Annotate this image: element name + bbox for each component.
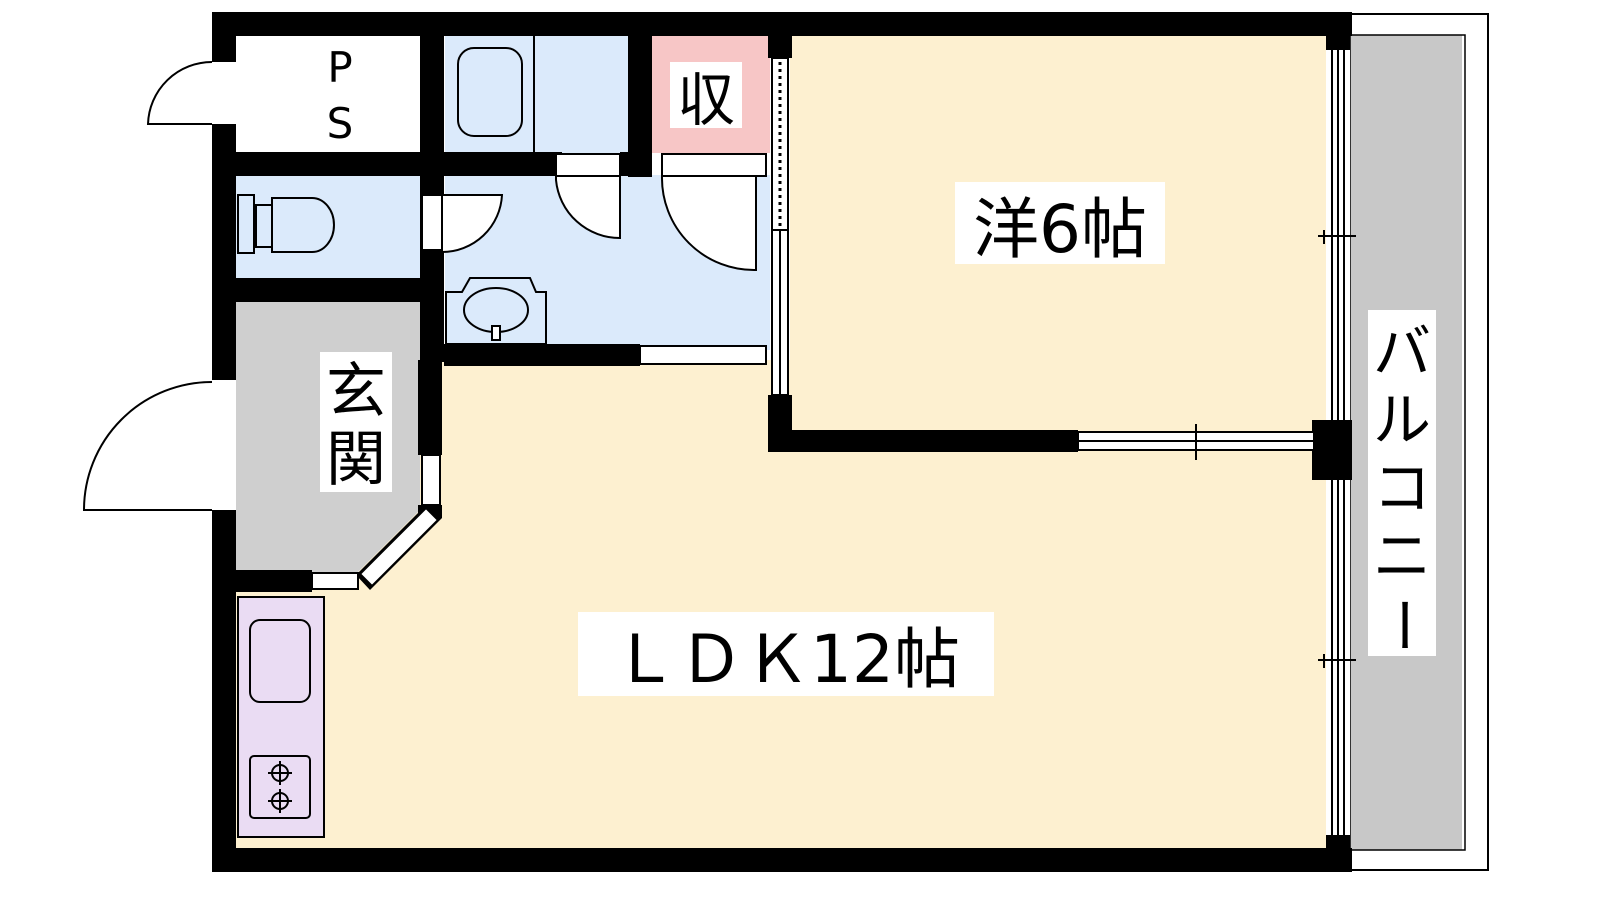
balcony-label-bg <box>1368 310 1436 656</box>
storage-label-bg <box>670 62 742 128</box>
kitchen-sink <box>249 619 311 703</box>
washroom-door-swing <box>441 194 504 254</box>
stove-burner-icon <box>268 761 292 813</box>
partition-windows <box>311 229 1315 590</box>
stove <box>249 755 311 819</box>
western-room-label-bg <box>955 182 1165 264</box>
bath-door-swing <box>555 175 621 240</box>
balcony-char: ニ <box>1373 522 1431 590</box>
toilet <box>237 194 335 254</box>
ps-floor <box>235 35 420 155</box>
ps-door-opening <box>212 62 236 124</box>
window-frames <box>1318 50 1356 835</box>
ps-label-bottom: S <box>327 99 354 148</box>
bath-door-jamb <box>555 153 621 177</box>
ps-door-swing <box>146 61 213 125</box>
balcony-char: ー <box>1369 596 1437 654</box>
wash-basin <box>445 277 547 345</box>
entrance-label-bg <box>320 352 392 492</box>
storage-label: 収 <box>677 66 735 134</box>
entrance-label-bottom: 関 <box>326 425 386 495</box>
balcony-label: バ ル コ ニ ー <box>1369 318 1437 654</box>
ps-label-top: P <box>327 43 352 92</box>
ldk-label-bg <box>578 612 994 696</box>
entrance-door-swing <box>82 381 213 511</box>
western-room-label: 洋6帖 <box>973 191 1147 268</box>
balcony-char: ル <box>1373 386 1431 454</box>
ldk-label: ＬＤＫ12帖 <box>612 621 960 698</box>
balcony-char: コ <box>1373 454 1431 522</box>
western-door-jamb <box>661 153 767 177</box>
entrance-label-top: 玄 <box>326 357 386 427</box>
balcony-char: バ <box>1373 318 1431 386</box>
bathtub <box>457 47 523 137</box>
western-door-swing <box>660 175 757 272</box>
entrance-door-opening <box>212 380 236 510</box>
washroom-door-jamb <box>421 194 443 251</box>
storage-door <box>771 57 789 231</box>
